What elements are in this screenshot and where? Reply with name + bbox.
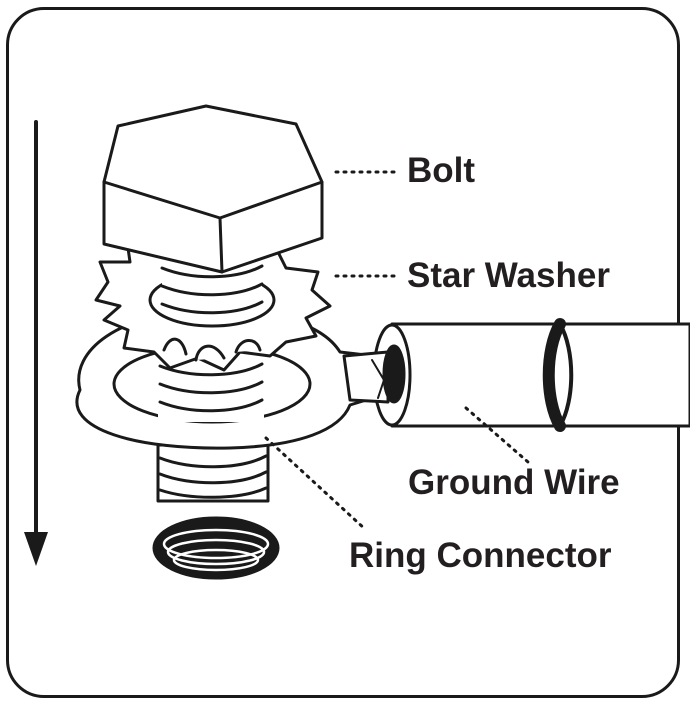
ground-wire bbox=[372, 318, 690, 432]
bolt-head bbox=[102, 104, 324, 274]
leader-lines bbox=[264, 170, 530, 532]
bolt-label: Bolt bbox=[407, 151, 476, 190]
threaded-hole bbox=[152, 516, 280, 580]
star-washer-label: Star Washer bbox=[407, 256, 610, 295]
assembly-direction-arrow bbox=[24, 120, 48, 566]
ring-connector-label: Ring Connector bbox=[349, 536, 612, 575]
bolt-shank-lower bbox=[156, 443, 270, 503]
ground-wire-label: Ground Wire bbox=[408, 463, 620, 502]
